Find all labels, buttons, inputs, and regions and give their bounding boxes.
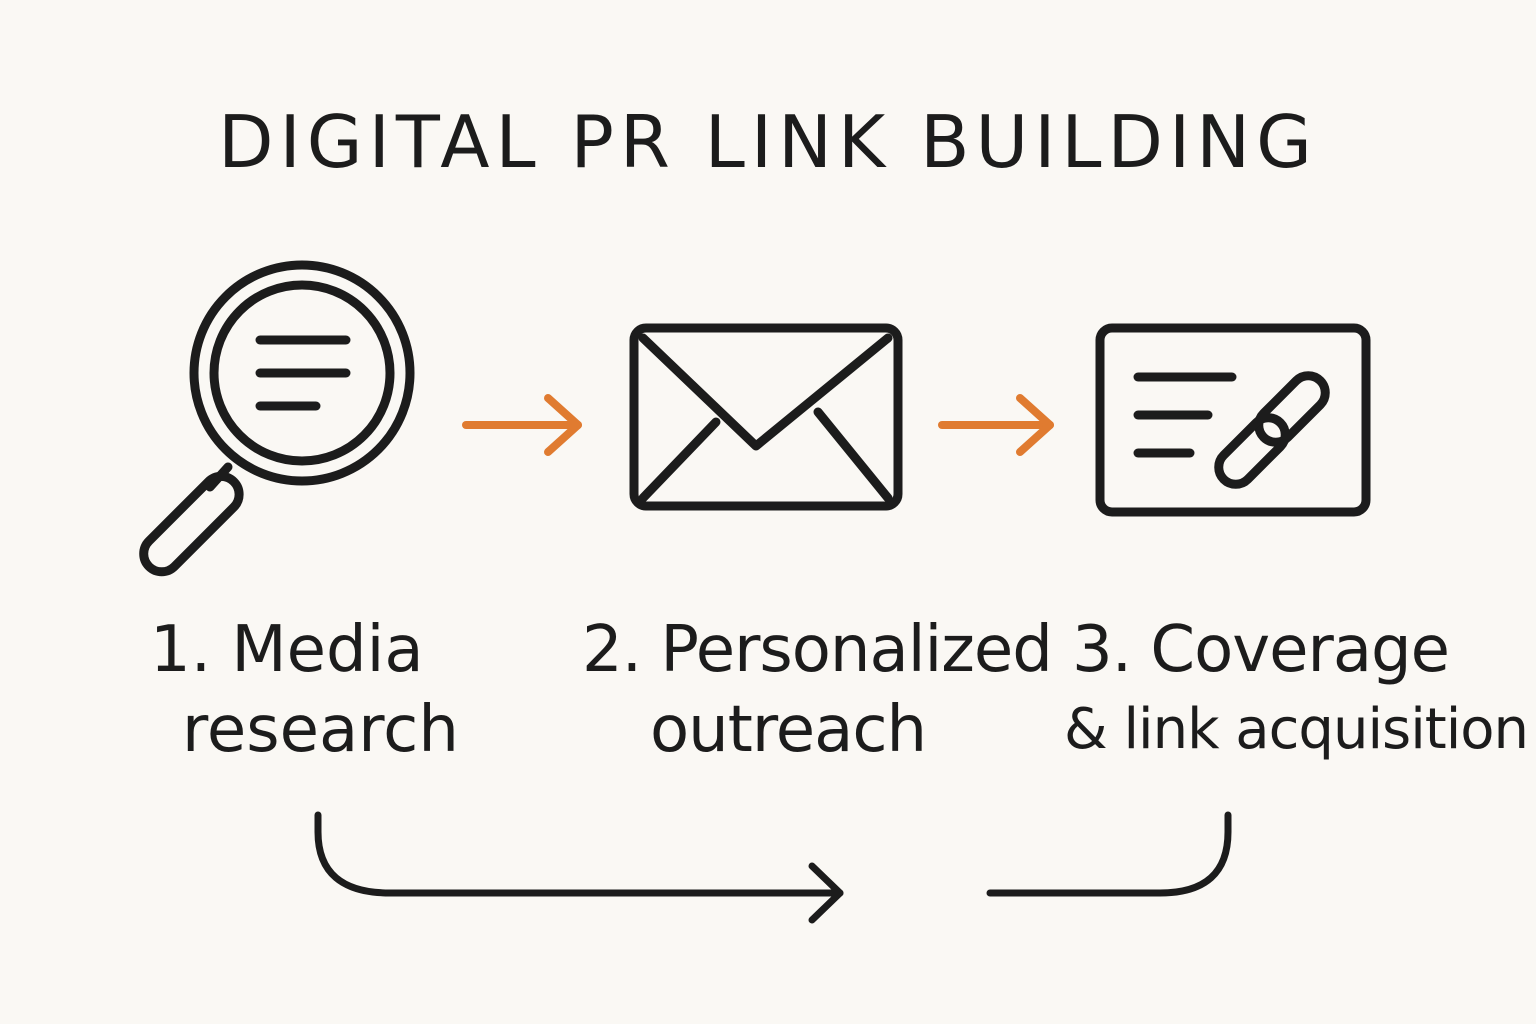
step-label-line: & link acquisition: [1064, 697, 1529, 762]
document-link-icon: [1095, 323, 1371, 517]
step-label-line: 3. Coverage: [1072, 613, 1450, 687]
loop-arrow-icon: [314, 811, 1232, 924]
magnifier-icon: [139, 260, 415, 577]
step-label-personalized-outreach: 2. Personalized outreach: [582, 610, 1053, 770]
envelope-icon: [629, 323, 903, 511]
step-label-line: 1. Media: [150, 613, 424, 687]
step-label-line: outreach: [650, 693, 927, 767]
step-label-media-research: 1. Media research: [150, 610, 459, 770]
step-label-line: research: [182, 693, 459, 767]
arrow-right-icon: [938, 394, 1054, 456]
step-label-coverage-link-acquisition: 3. Coverage & link acquisition: [1064, 610, 1529, 770]
step-label-line: 2. Personalized: [582, 613, 1053, 687]
diagram-title: DIGITAL PR LINK BUILDING: [218, 100, 1318, 184]
arrow-right-icon: [462, 394, 582, 456]
